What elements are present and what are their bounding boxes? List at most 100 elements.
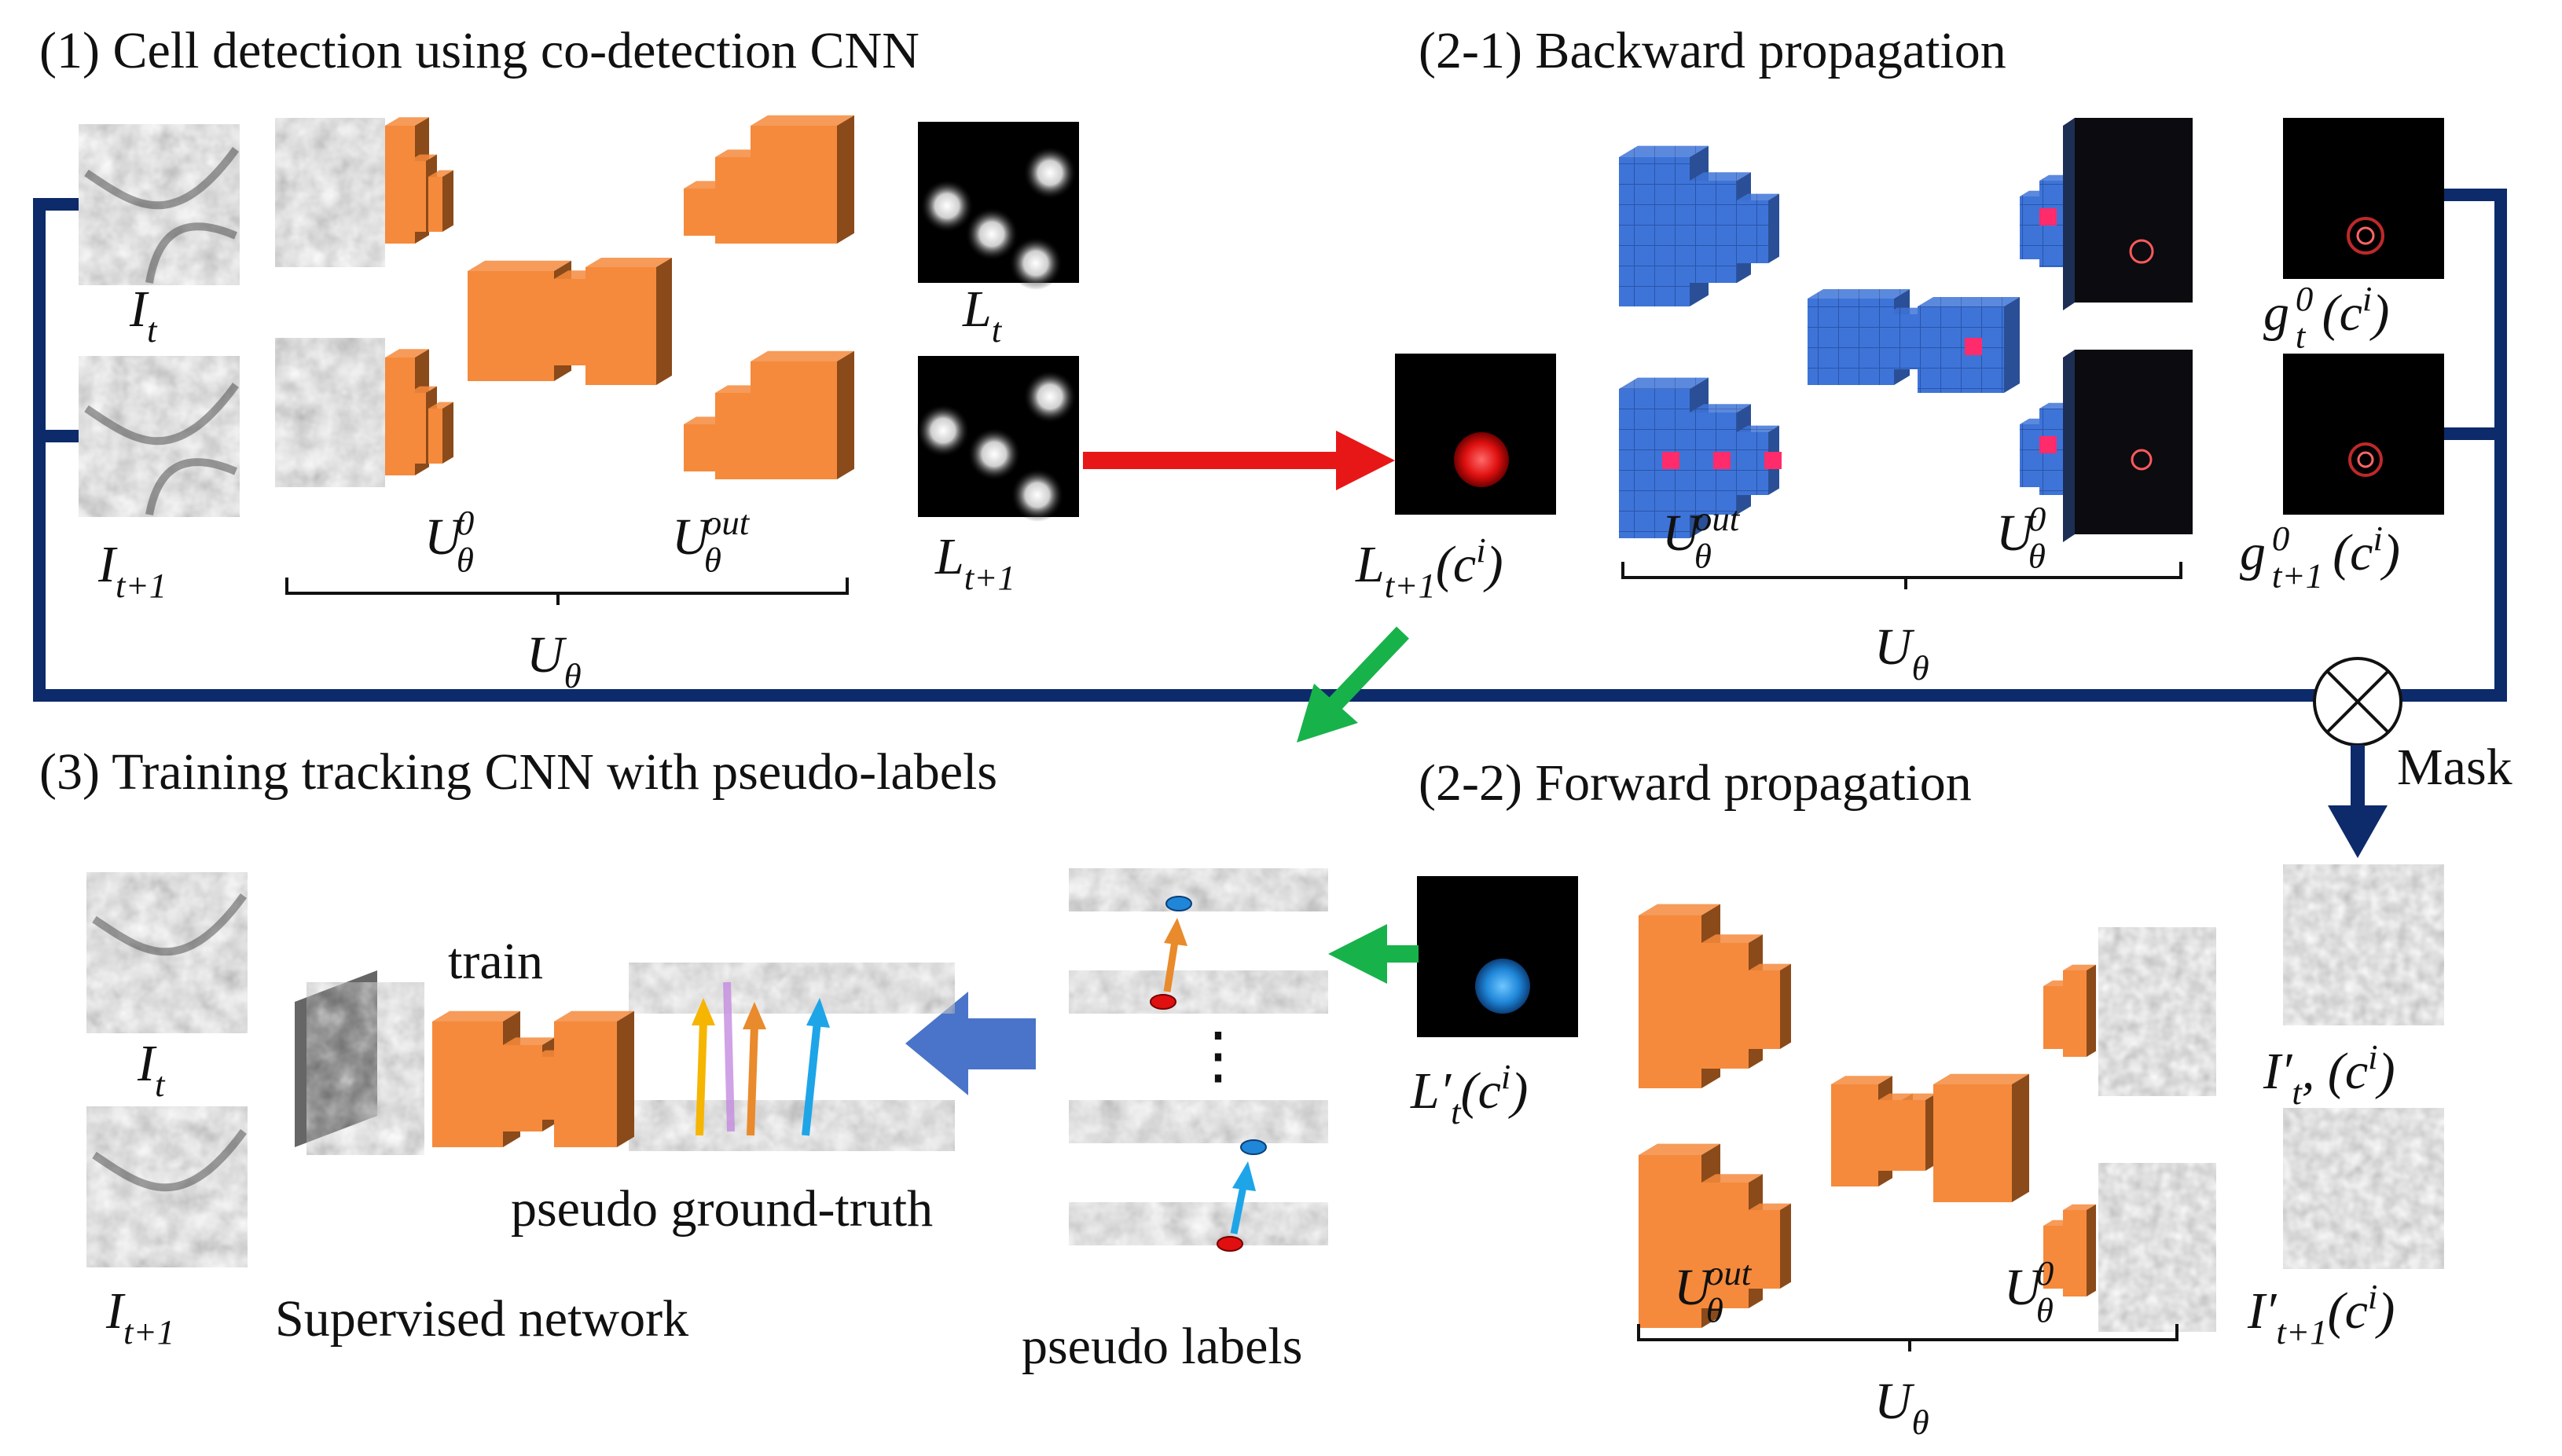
grid-highlight-cell bbox=[1662, 452, 1679, 469]
math-tail-sup: i bbox=[2362, 279, 2372, 318]
block-face bbox=[585, 267, 656, 385]
math-label-text: L′t(ci) bbox=[1410, 1057, 1528, 1131]
math-label-text: Uθ bbox=[1874, 618, 1929, 688]
math-sub: θ bbox=[1706, 1290, 1723, 1329]
pseudo-arrow-orange bbox=[1163, 941, 1179, 992]
math-sub: θ bbox=[1694, 536, 1712, 575]
block-face bbox=[428, 409, 442, 464]
block-top bbox=[432, 1010, 520, 1021]
block-face bbox=[1701, 943, 1749, 1069]
block-face bbox=[432, 1021, 503, 1147]
math-sup: 0 bbox=[2296, 279, 2313, 318]
train-label: train bbox=[448, 933, 543, 990]
red-arrow bbox=[1083, 431, 1395, 490]
math-label-text: Uθ bbox=[527, 626, 582, 695]
math-base: I′ bbox=[2247, 1282, 2278, 1340]
section-title-forward: (2-2) Forward propagation bbox=[1419, 754, 1972, 812]
block-face bbox=[1701, 1183, 1749, 1308]
forward-blocks bbox=[1639, 904, 2216, 1332]
train-input-t1 bbox=[86, 1106, 248, 1267]
math-sub: t+1 bbox=[2276, 1312, 2327, 1351]
block-face bbox=[1690, 181, 1737, 283]
dark-map-face bbox=[2075, 350, 2193, 534]
block-face bbox=[1639, 1155, 1701, 1328]
block-side bbox=[837, 350, 854, 479]
math-label-text: I′t, (ci) bbox=[2263, 1037, 2395, 1112]
math-label-text: I′t+1(ci) bbox=[2247, 1277, 2395, 1351]
label-I-t: It bbox=[129, 281, 158, 350]
math-base: L′ bbox=[1410, 1062, 1452, 1120]
block-face bbox=[409, 393, 426, 464]
block-top bbox=[468, 260, 571, 271]
block-top bbox=[409, 386, 437, 393]
math-sub: t bbox=[1451, 1092, 1462, 1131]
ellipsis-dots: ⋮ bbox=[1187, 1021, 1250, 1091]
section-title-detection: (1) Cell detection using co-detection CN… bbox=[39, 22, 919, 79]
block-face bbox=[1749, 970, 1780, 1049]
block-side bbox=[2087, 1204, 2096, 1296]
pseudo-dot-blue bbox=[1240, 1139, 1267, 1155]
block-face bbox=[554, 1021, 617, 1147]
label-I-prime-t: I′t, (ci) bbox=[2263, 1037, 2395, 1112]
math-base: I bbox=[129, 281, 149, 338]
codetection-cnn-blocks bbox=[275, 115, 854, 487]
math-base: g bbox=[2263, 284, 2289, 342]
label-I-prime-t1: I′t+1(ci) bbox=[2247, 1277, 2395, 1351]
math-tail: , (c bbox=[2302, 1043, 2368, 1100]
pseudo-label-planes bbox=[1066, 867, 1331, 1252]
heatmap-L-t1 bbox=[916, 356, 1079, 522]
block-top bbox=[428, 170, 453, 177]
block-face bbox=[409, 161, 426, 232]
block-top bbox=[751, 350, 854, 361]
block-face bbox=[1878, 1100, 1902, 1171]
supervised-network-caption: Supervised network bbox=[275, 1290, 688, 1348]
math-base: I bbox=[137, 1035, 157, 1092]
train-input-t bbox=[86, 872, 248, 1033]
block-face bbox=[2063, 1210, 2087, 1296]
label-L-t1-ci: Lt+1(ci) bbox=[1355, 530, 1503, 605]
grid-highlight-cell bbox=[2039, 436, 2057, 453]
math-sub: θ bbox=[2036, 1290, 2054, 1329]
math-label-text: Lt+1 bbox=[934, 528, 1015, 597]
heatmap-L-prime-t bbox=[1417, 876, 1578, 1037]
pseudo-plane bbox=[1066, 867, 1331, 912]
math-sub: t bbox=[992, 310, 1003, 350]
block-top bbox=[385, 349, 429, 358]
mask-arrow bbox=[2328, 745, 2388, 858]
math-sup: 0 bbox=[2036, 1253, 2054, 1293]
slab-face bbox=[275, 118, 385, 267]
heatmap-L-t1-ci bbox=[1395, 354, 1556, 515]
math-sup: 0 bbox=[2272, 519, 2289, 558]
brace-U-theta-1 bbox=[285, 578, 849, 605]
block-face bbox=[1619, 157, 1690, 306]
block-top bbox=[1808, 289, 1910, 299]
math-sub: t+1 bbox=[964, 558, 1015, 597]
block-face bbox=[1737, 432, 1768, 495]
math-sub: t+1 bbox=[2272, 556, 2323, 595]
block-top bbox=[385, 117, 429, 126]
math-tail-sup: i bbox=[2373, 519, 2382, 558]
block-face bbox=[1639, 915, 1701, 1088]
block-face bbox=[468, 271, 554, 381]
dark-map-side bbox=[2063, 118, 2075, 310]
math-base: I bbox=[97, 536, 118, 593]
block-top bbox=[503, 1037, 555, 1045]
block-top bbox=[554, 1010, 634, 1021]
block-top bbox=[1690, 172, 1751, 181]
block-face bbox=[1737, 200, 1768, 263]
math-tail-sup: i bbox=[1476, 530, 1485, 570]
math-tail: (c bbox=[2328, 1282, 2368, 1340]
math-base: U bbox=[672, 508, 713, 566]
math-tail: (c bbox=[1461, 1062, 1501, 1120]
input-image-t1 bbox=[79, 356, 240, 517]
math-end: ) bbox=[2374, 1282, 2395, 1340]
section-title-training: (3) Training tracking CNN with pseudo-la… bbox=[39, 743, 997, 801]
